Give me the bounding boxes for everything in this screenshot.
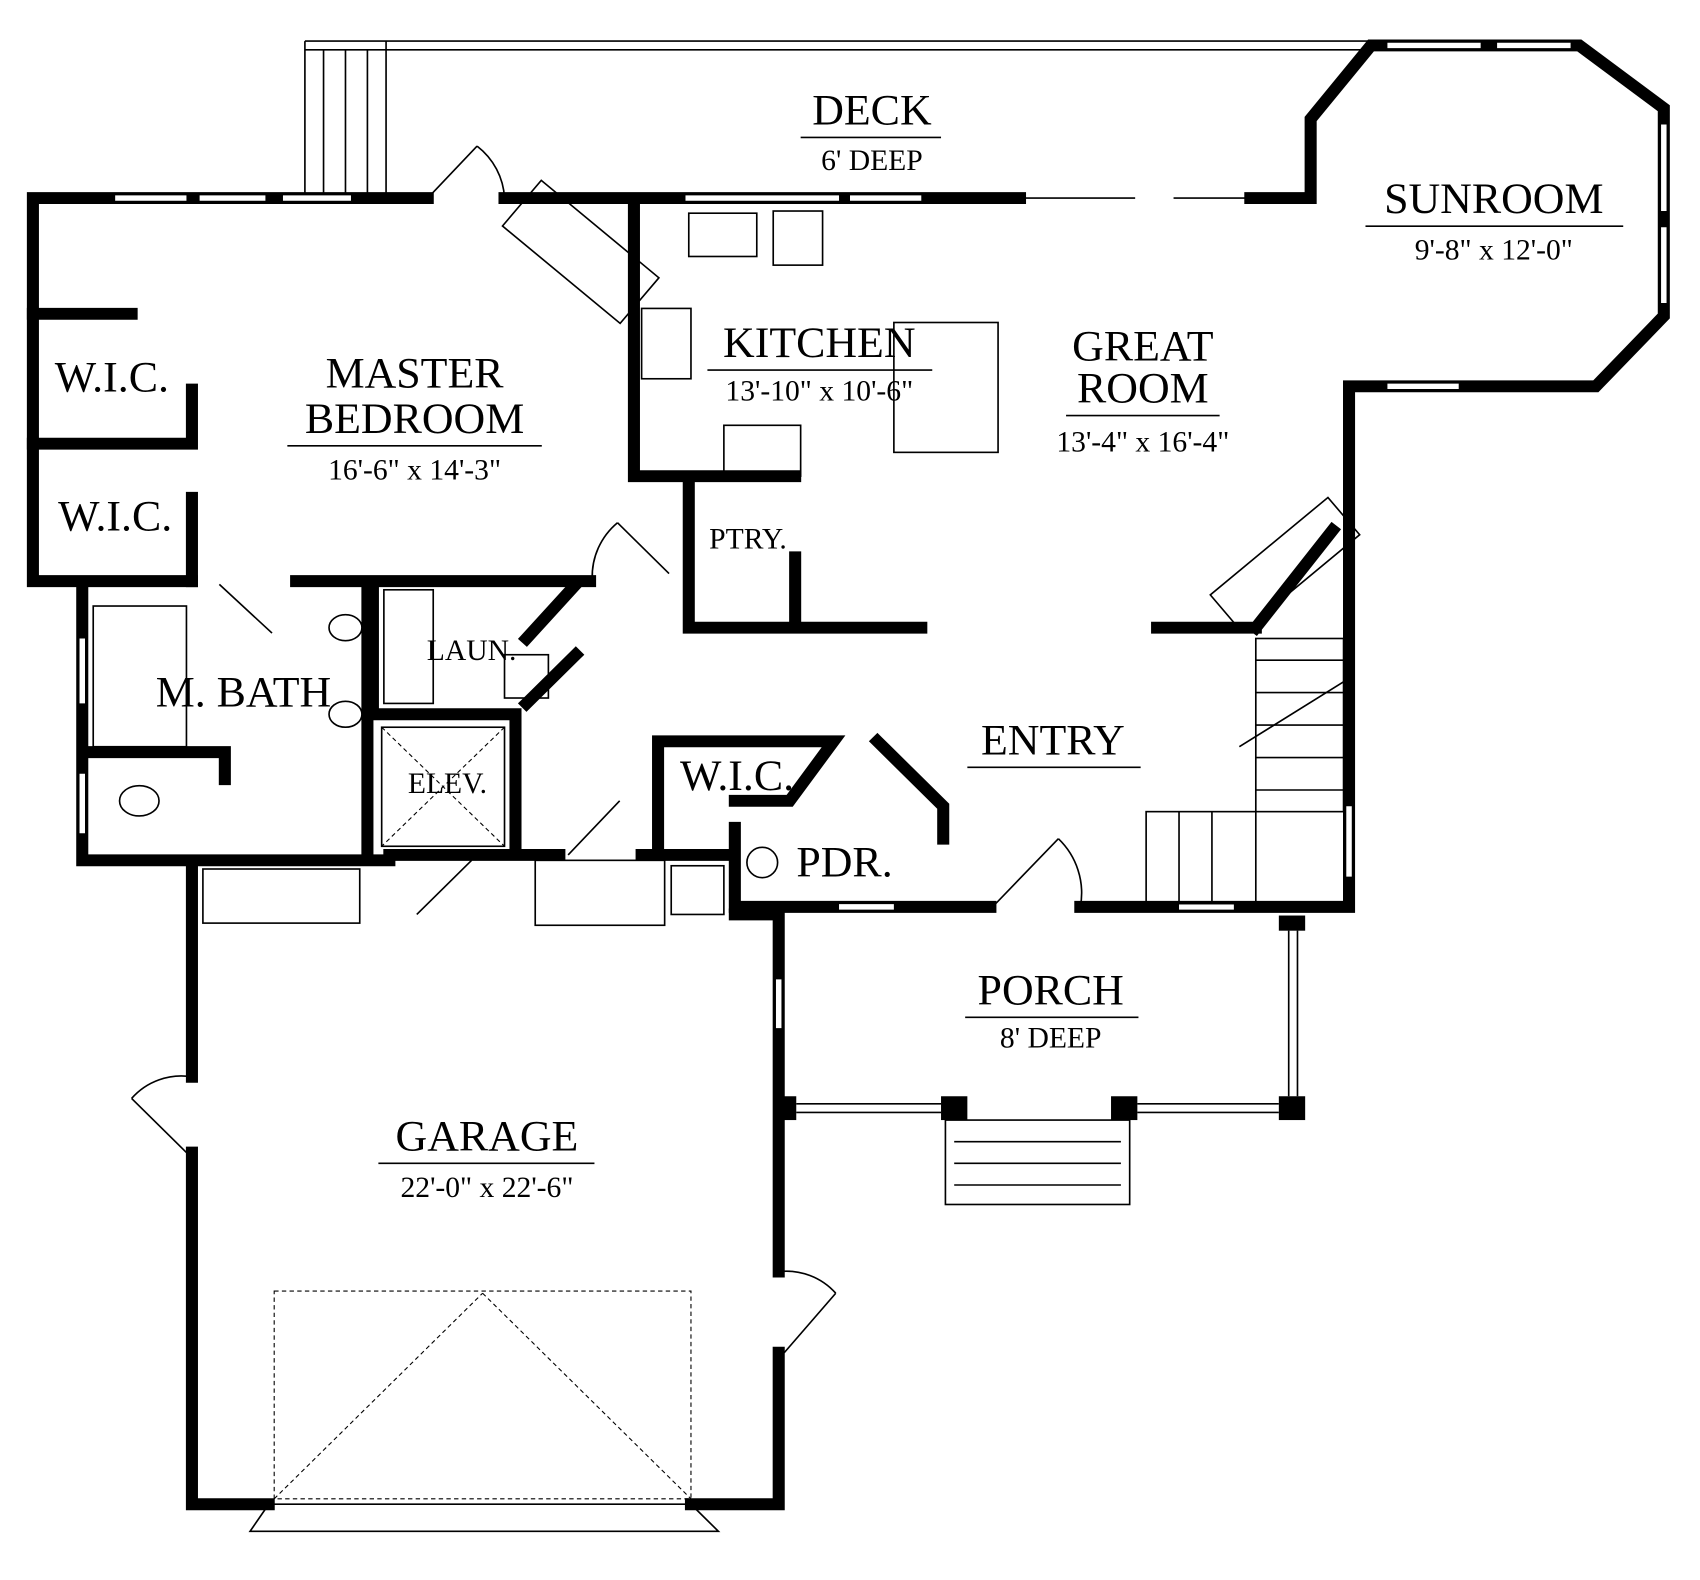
garage-dims: 22'-0" x 22'-6" (400, 1172, 573, 1204)
deck-label: DECK (812, 87, 932, 135)
sunroom-label: SUNROOM (1384, 175, 1603, 223)
entry-label: ENTRY (981, 717, 1125, 765)
kitchen-dims: 13'-10" x 10'-6" (725, 376, 913, 408)
porch-dims: 8' DEEP (1000, 1023, 1102, 1055)
master-bedroom-label-2: BEDROOM (305, 395, 524, 443)
kitchen-label: KITCHEN (723, 319, 916, 367)
laundry-label: LAUN. (427, 635, 517, 667)
sunroom-dims: 9'-8" x 12'-0" (1415, 235, 1573, 267)
doors (130, 145, 1251, 1354)
wic-lower-label: W.I.C. (58, 493, 172, 541)
pantry-label: PTRY. (709, 524, 787, 556)
master-bath-label: M. BATH (156, 669, 332, 717)
garage-door (248, 1290, 721, 1533)
wic-entry-label: W.I.C. (680, 752, 794, 800)
porch-structure (780, 915, 1306, 1206)
garage-label: GARAGE (396, 1113, 579, 1161)
great-room-label-2: ROOM (1077, 365, 1209, 413)
stairs (1145, 637, 1345, 905)
room-labels: DECK 6' DEEP SUNROOM 9'-8" x 12'-0" KITC… (55, 87, 1624, 1204)
great-room-label-1: GREAT (1072, 323, 1213, 371)
porch-label: PORCH (978, 967, 1124, 1015)
deck-structure (304, 40, 1377, 199)
powder-room-label: PDR. (796, 839, 892, 887)
master-bedroom-dims: 16'-6" x 14'-3" (328, 455, 501, 487)
deck-dims: 6' DEEP (821, 145, 923, 177)
elevator-label: ELEV. (408, 768, 487, 800)
wic-upper-label: W.I.C. (55, 354, 169, 402)
walls (26, 39, 1670, 1511)
master-bedroom-label-1: MASTER (326, 350, 504, 398)
great-room-dims: 13'-4" x 16'-4" (1056, 426, 1229, 458)
fixtures (92, 179, 1361, 927)
windows (79, 42, 1667, 1029)
